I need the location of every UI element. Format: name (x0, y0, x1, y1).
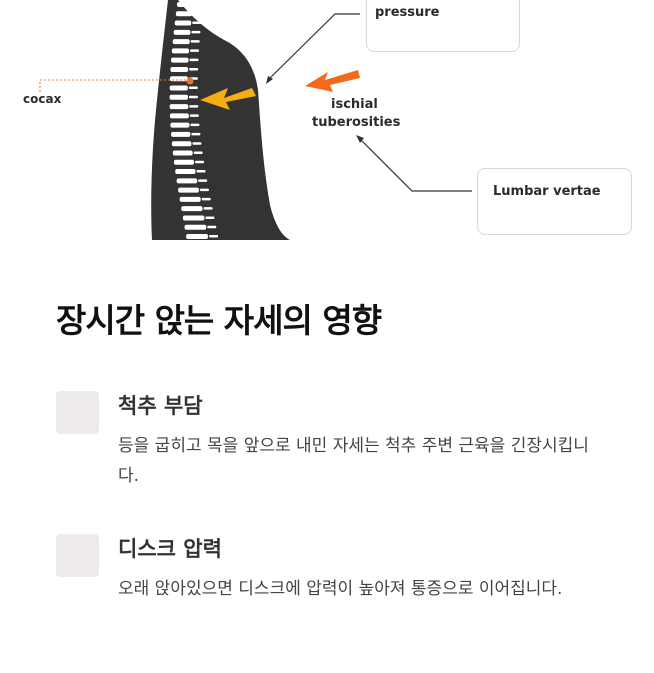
vertebra-process (189, 67, 199, 71)
vertebra-process (192, 21, 202, 25)
vertebra (170, 122, 190, 128)
vertebra-process (203, 207, 213, 210)
lumbar-arrowhead (356, 135, 364, 143)
vertebra (169, 76, 188, 82)
section-title: 장시간 앉는 자세의 영향 (56, 301, 382, 340)
lumbar-pointer-line (357, 136, 472, 192)
pressure-label: pressure (375, 5, 440, 20)
vertebra (176, 178, 198, 184)
vertebra (172, 150, 193, 156)
vertebra-process (191, 132, 201, 136)
vertebra (184, 224, 207, 230)
vertebra-process (198, 179, 208, 182)
vertebra-process (195, 160, 205, 164)
vertebra (169, 104, 189, 110)
disc-pressure-icon (56, 534, 99, 577)
vertebra (186, 234, 209, 239)
lumbar-label: Lumbar vertae (493, 184, 601, 199)
item-description: 등을 굽히고 목을 앞으로 내민 자세는 척추 주변 근육을 긴장시킵니다. (118, 436, 589, 486)
ischial-label: ischial (331, 97, 378, 112)
list-item-spine-load: 척추 부담 등을 굽히고 목을 앞으로 내민 자세는 척추 주변 근육을 긴장시… (56, 391, 616, 501)
vertebra-process (189, 114, 199, 117)
orange-arrow (305, 70, 360, 92)
vertebra-process (189, 58, 199, 62)
vertebra (171, 131, 191, 137)
vertebra-process (188, 86, 198, 90)
vertebra-process (190, 40, 200, 43)
vertebra (169, 85, 188, 91)
vertebra (173, 159, 195, 165)
vertebra (174, 20, 192, 26)
vertebra-process (194, 3, 203, 6)
vertebra (170, 66, 189, 72)
vertebra (169, 113, 189, 119)
vertebra-process (193, 12, 203, 15)
vertebra (182, 215, 205, 221)
vertebra-process (196, 170, 206, 173)
vertebra-process (189, 105, 199, 108)
vertebra (181, 206, 203, 212)
pressure-pointer-line (267, 13, 360, 81)
vertebra-process (193, 151, 203, 154)
vertebra (171, 48, 190, 54)
pressure-callout-box (366, 0, 520, 52)
vertebra-process (192, 142, 202, 145)
vertebra (171, 57, 189, 63)
cocax-dot (186, 77, 194, 85)
vertebra-process (207, 225, 217, 229)
vertebra (173, 29, 191, 35)
cocax-leader-line (39, 79, 188, 92)
item-title: 척추 부담 (118, 394, 203, 418)
vertebra-process (191, 30, 201, 34)
vertebra (172, 39, 190, 45)
yellow-arrow (200, 88, 256, 110)
spine-load-icon (56, 391, 99, 434)
vertebra-process (190, 49, 200, 52)
body-silhouette (151, 0, 290, 240)
vertebra-process (199, 188, 209, 192)
lumbar-callout-box (477, 168, 632, 235)
cocax-label: cocax (23, 92, 62, 106)
vertebra (175, 11, 193, 17)
vertebra (179, 196, 201, 202)
item-description: 오래 앉아있으면 디스크에 압력이 높아져 통증으로 이어집니다. (118, 579, 563, 599)
spine-graphic (169, 2, 219, 239)
vertebra (178, 187, 199, 193)
vertebra (175, 169, 196, 175)
pressure-arrowhead (266, 76, 273, 84)
vertebra (171, 141, 192, 147)
tuberosities-label: tuberosities (312, 115, 401, 130)
posture-diagram (39, 0, 472, 240)
vertebra (169, 94, 188, 100)
vertebra-process (190, 123, 200, 127)
vertebra (177, 2, 193, 7)
vertebra-process (209, 235, 219, 238)
item-title: 디스크 압력 (118, 537, 222, 561)
vertebra-process (201, 197, 211, 201)
posture-illustration: pressure cocax ischial tuberosities Lumb… (0, 0, 654, 240)
vertebra-process (205, 216, 215, 219)
list-item-disc-pressure: 디스크 압력 오래 앉아있으면 디스크에 압력이 높아져 통증으로 이어집니다. (56, 534, 616, 644)
vertebra-process (188, 95, 198, 99)
